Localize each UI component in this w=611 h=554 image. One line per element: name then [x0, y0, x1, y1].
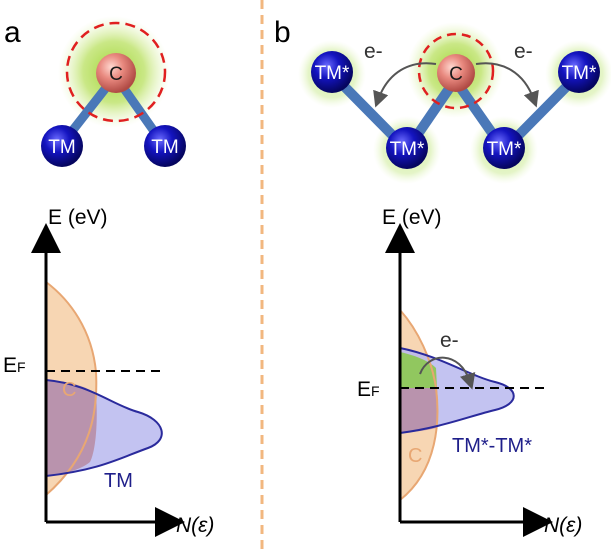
- tm-star-atom-1: [311, 51, 353, 93]
- carbon-label: C: [109, 64, 123, 85]
- tm-atom-left: [41, 125, 83, 167]
- carbon-label: C: [449, 64, 463, 85]
- carbon-dashed-circle: [417, 32, 495, 110]
- fermi-label: EF: [3, 354, 26, 377]
- panel-a: a C TM TM: [3, 16, 214, 537]
- carbon-atom: [437, 54, 475, 92]
- tm-atom-right: [144, 125, 186, 167]
- y-axis-label: E (eV): [382, 206, 442, 229]
- carbon-atom: [96, 53, 136, 93]
- electron-label-dos: e-: [440, 329, 459, 352]
- panel-b: b C TM* TM* TM* TM*: [274, 16, 611, 537]
- electron-arrow-right: [475, 62, 539, 108]
- panel-a-letter: a: [4, 16, 21, 49]
- tm-star-label-4: TM*: [562, 63, 597, 84]
- tm-band-label: TM: [104, 470, 133, 492]
- overlap-fill: [400, 388, 439, 433]
- panel-a-structure: C TM TM: [41, 16, 186, 167]
- overlap-fill: [46, 380, 97, 476]
- fermi-label: EF: [357, 378, 380, 401]
- electron-arrow-left: [373, 62, 437, 108]
- tm-star-label-3: TM*: [487, 139, 522, 160]
- c-band-label: C: [408, 445, 422, 467]
- electron-arrow-dos: [419, 356, 476, 390]
- y-axis-label: E (eV): [48, 206, 108, 229]
- panel-b-letter: b: [274, 16, 291, 49]
- tm-band-label: TM*-TM*: [452, 435, 532, 457]
- electron-label-left: e-: [364, 40, 383, 63]
- tm-star-label-1: TM*: [315, 63, 350, 84]
- tm-star-atom-4: [558, 51, 600, 93]
- tm-star-label-2: TM*: [390, 139, 425, 160]
- c-band-curve: [45, 281, 98, 496]
- tm-band-curve: [399, 347, 515, 434]
- x-axis-label: N(ε): [176, 514, 214, 537]
- tm-label-left: TM: [48, 137, 75, 158]
- x-axis-label: N(ε): [544, 514, 582, 537]
- tm-star-atom-2: [386, 127, 428, 169]
- electron-label-right: e-: [514, 40, 533, 63]
- tm-band-curve: [45, 379, 163, 477]
- carbon-dashed-circle: [65, 21, 167, 123]
- c-band-label: C: [62, 379, 76, 401]
- transferred-electron-fill: [400, 352, 437, 388]
- panel-a-dos: E (eV) N(ε) EF C TM: [3, 206, 214, 537]
- panel-b-dos: e- E (eV) N(ε) EF C TM*-TM*: [357, 206, 582, 537]
- tm-label-right: TM: [151, 137, 178, 158]
- tm-star-atom-3: [483, 127, 525, 169]
- panel-b-structure: C TM* TM* TM* TM* e- e-: [298, 22, 611, 184]
